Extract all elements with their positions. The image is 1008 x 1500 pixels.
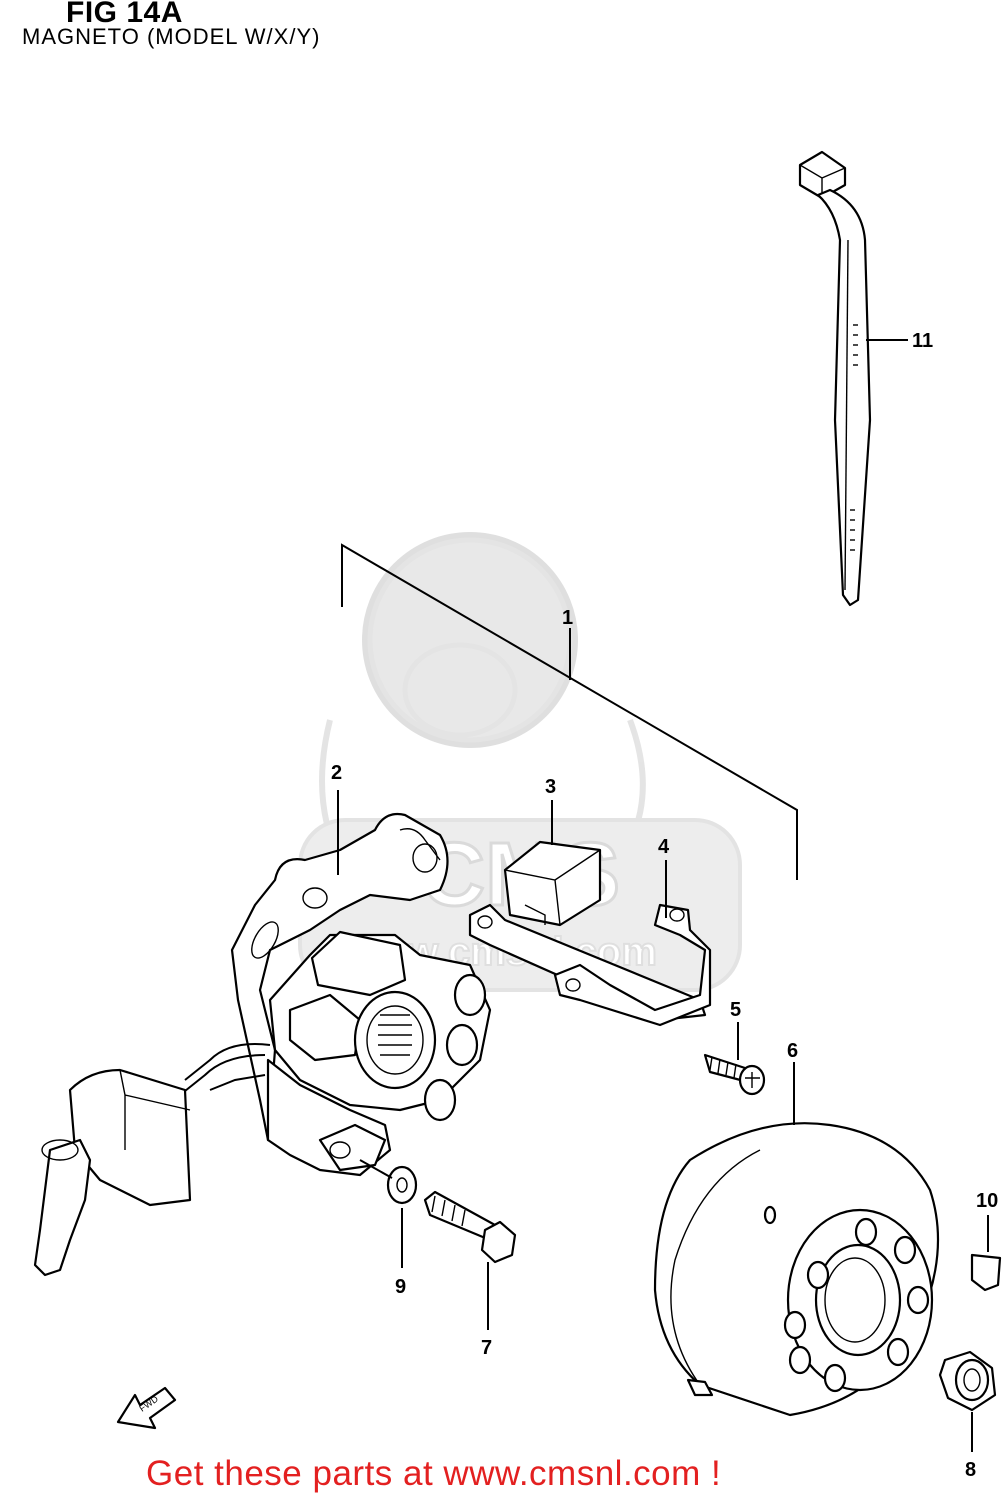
cable-tie-part — [798, 150, 872, 607]
callout-3: 3 — [545, 776, 556, 798]
callout-8: 8 — [965, 1459, 976, 1481]
footer-cta-link[interactable]: Get these parts at www.cmsnl.com ! — [146, 1454, 722, 1493]
callout-4: 4 — [658, 836, 670, 858]
nut-part-8 — [938, 1350, 997, 1412]
plate-part — [468, 903, 712, 1027]
callout-11: 11 — [912, 330, 933, 352]
fwd-arrow-icon: FWD — [116, 1386, 177, 1430]
harness-part — [33, 1043, 271, 1277]
rotor-part-6 — [653, 1122, 940, 1417]
callout-9: 9 — [395, 1276, 406, 1298]
pickup-coil-part — [503, 840, 602, 927]
figure-title: FIG 14A — [66, 0, 183, 29]
screw-part-5 — [703, 1053, 766, 1096]
leader-lines — [337, 339, 989, 1452]
callout-2: 2 — [331, 762, 342, 784]
callout-7: 7 — [481, 1337, 492, 1359]
callout-5: 5 — [730, 999, 741, 1021]
callout-1: 1 — [562, 607, 573, 629]
stator-plate-part — [230, 812, 492, 1177]
callout-numbers: 1 2 3 4 5 6 7 8 9 10 11 — [331, 330, 998, 1481]
callout-6: 6 — [787, 1040, 798, 1062]
bolt-part-7 — [423, 1190, 517, 1264]
callout-10: 10 — [976, 1190, 998, 1212]
key-part-10 — [970, 1253, 1002, 1292]
figure-subtitle: MAGNETO (MODEL W/X/Y) — [22, 24, 321, 49]
washer-part-9 — [386, 1165, 418, 1205]
